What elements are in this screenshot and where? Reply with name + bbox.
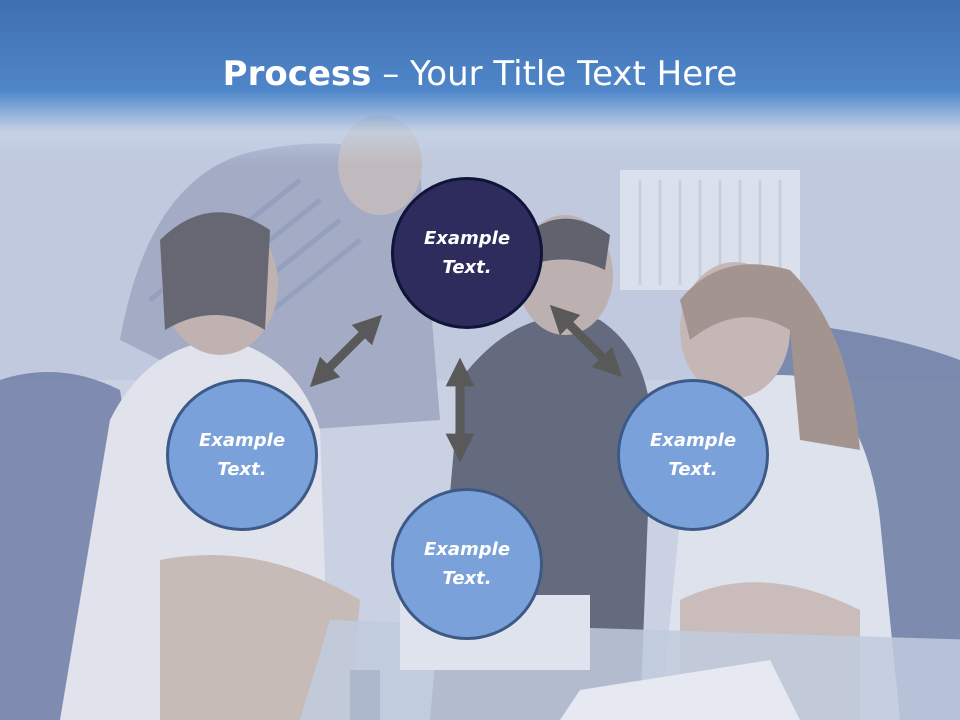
title-separator: –	[371, 54, 411, 94]
node-label-line2: Text.	[442, 257, 492, 278]
node-label: Example Text.	[177, 426, 307, 484]
node-label-line1: Example	[198, 430, 286, 451]
process-node-top: Example Text.	[391, 177, 543, 329]
node-label-line2: Text.	[217, 459, 267, 480]
double-arrow-icon	[309, 314, 383, 388]
node-label-line1: Example	[423, 539, 511, 560]
title-bold: Process	[222, 54, 372, 94]
node-label-line2: Text.	[668, 459, 718, 480]
process-node-bottom: Example Text.	[391, 488, 543, 640]
node-label-line1: Example	[423, 228, 511, 249]
double-arrow-icon	[549, 304, 623, 378]
title-band	[0, 0, 960, 165]
node-label-line1: Example	[649, 430, 737, 451]
title-rest: Your Title Text Here	[410, 54, 738, 94]
node-label: Example Text.	[402, 224, 532, 282]
process-node-left: Example Text.	[166, 379, 318, 531]
node-label: Example Text.	[402, 535, 532, 593]
slide-title: Process – Your Title Text Here	[0, 54, 960, 94]
node-label-line2: Text.	[442, 568, 492, 589]
process-node-right: Example Text.	[617, 379, 769, 531]
node-label: Example Text.	[628, 426, 758, 484]
